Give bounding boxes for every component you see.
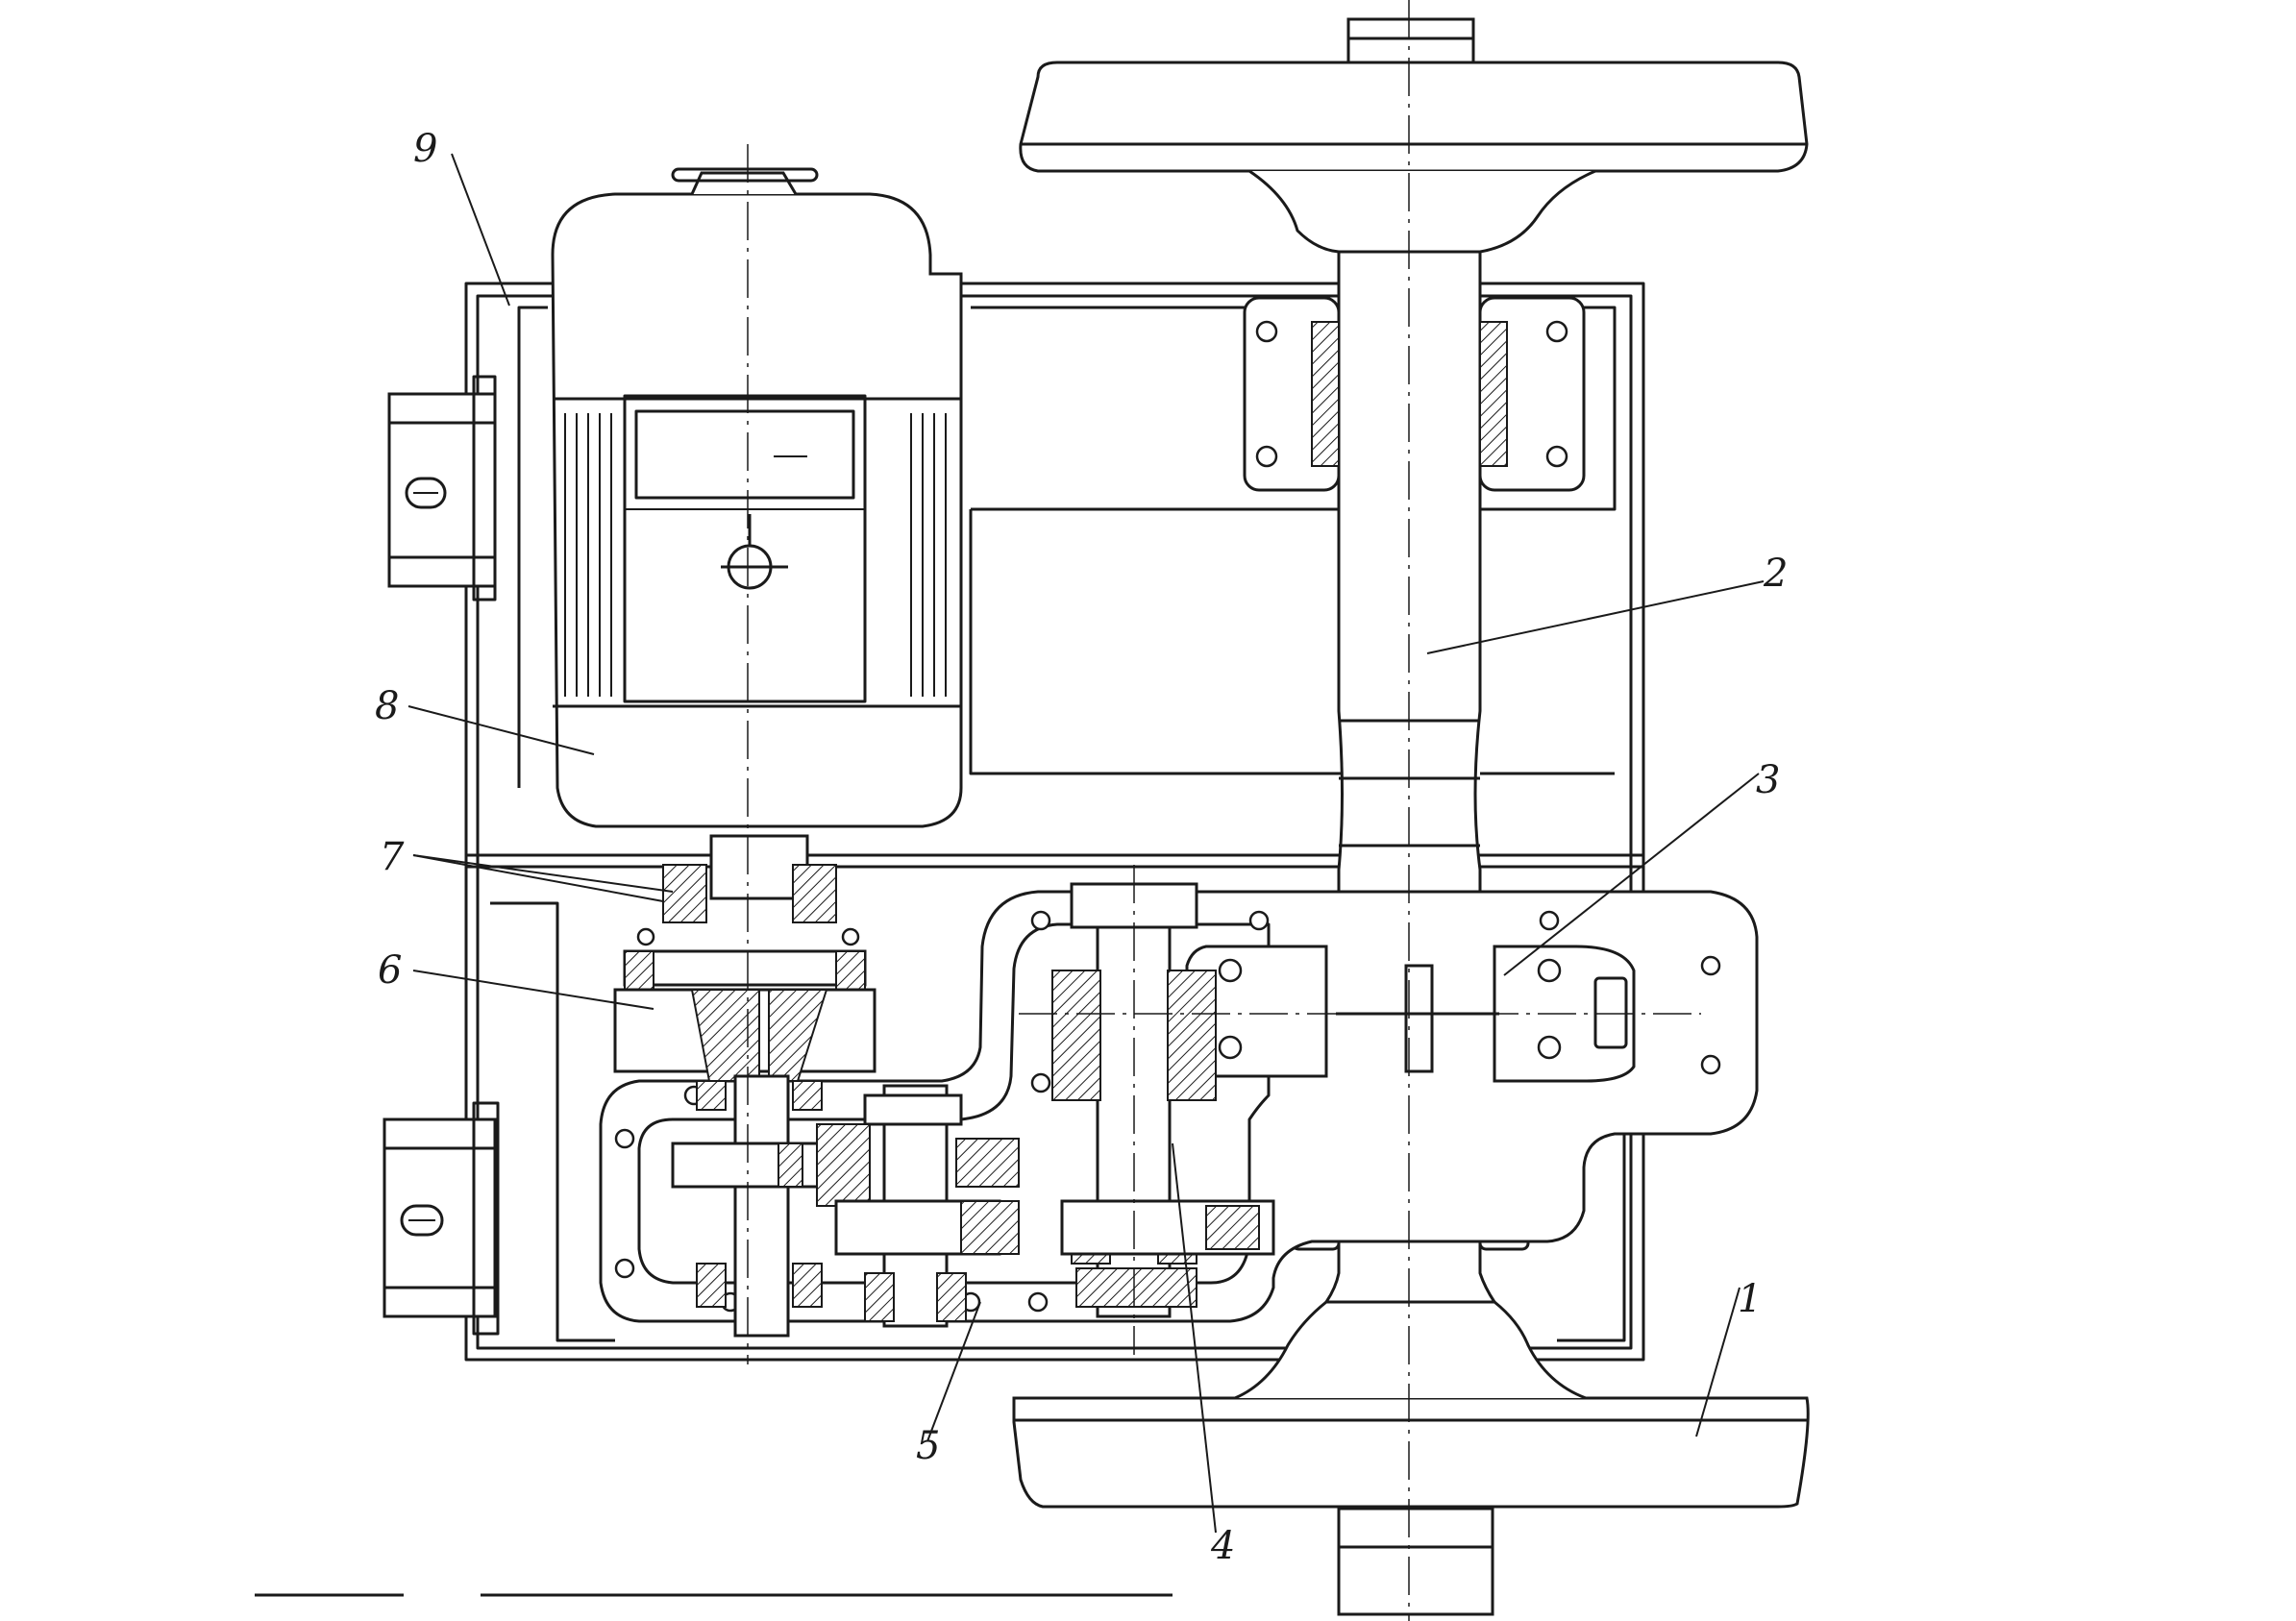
terminal-box: [623, 394, 867, 703]
electric-motor: [551, 167, 963, 828]
wheel-bottom: [1012, 1300, 1810, 1509]
label-1: 1: [1738, 1277, 1762, 1321]
input-coupling: [613, 834, 876, 1082]
center-lines: [747, 0, 1701, 1621]
label-9: 9: [413, 127, 437, 171]
callout-labels: 9 2 3 8 7 6 5 4 1: [375, 127, 1788, 1568]
wheel-top: [1019, 61, 1809, 254]
axle-bearing-top: [1243, 296, 1586, 492]
mounting-bracket-top: [387, 375, 497, 602]
leader-lines: [407, 153, 1765, 1534]
label-8: 8: [375, 684, 399, 728]
label-6: 6: [378, 948, 402, 993]
motor-cooling-fins: [564, 413, 947, 697]
label-7: 7: [380, 835, 405, 879]
label-5: 5: [916, 1424, 940, 1468]
label-2: 2: [1763, 552, 1788, 596]
label-4: 4: [1210, 1524, 1235, 1568]
countershaft-gears: [816, 1084, 1275, 1328]
label-3: 3: [1756, 758, 1780, 802]
mounting-bracket-bottom: [383, 1101, 500, 1336]
housing-bolts: [614, 910, 1721, 1313]
input-shaft-gears: [671, 1074, 848, 1338]
